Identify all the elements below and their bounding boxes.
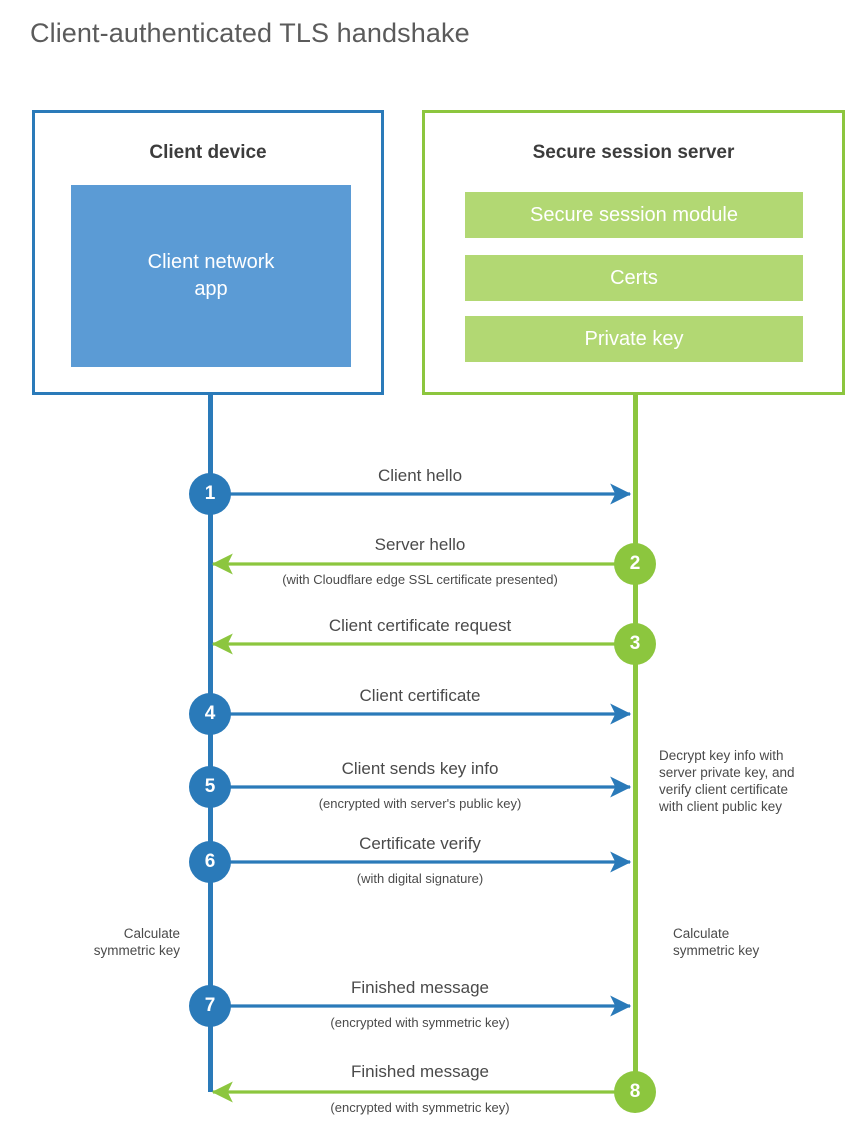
- message-label-step-7: Finished message: [351, 978, 489, 997]
- message-label-step-3: Client certificate request: [328, 616, 512, 635]
- client-app-label-line1: Client network: [147, 251, 275, 273]
- server-module-private-key: Private key: [465, 316, 803, 362]
- client-device-box: Client device Client network app: [32, 110, 384, 395]
- step-circle-5[interactable]: 5: [189, 766, 231, 808]
- note-server-calculate-line-1: Calculate: [673, 926, 730, 941]
- step-circle-7[interactable]: 7: [189, 985, 231, 1027]
- message-label-step-2: Server hello: [374, 535, 466, 554]
- note-client-calculate-symmetric-key: Calculate symmetric key: [20, 925, 180, 959]
- page-title: Client-authenticated TLS handshake: [30, 18, 470, 48]
- client-lifeline: [208, 395, 213, 1092]
- message-sublabel-step-5: (encrypted with server's public key): [318, 796, 522, 811]
- note-server-decrypt-line-4: with client public key: [659, 799, 783, 814]
- client-network-app-block: Client network app: [71, 185, 351, 367]
- message-label-step-5: Client sends key info: [341, 759, 499, 778]
- note-client-calculate-line-2: symmetric key: [93, 943, 180, 958]
- message-label-step-8: Finished message: [351, 1062, 489, 1081]
- step-circle-8[interactable]: 8: [614, 1071, 656, 1113]
- note-server-decrypt-line-1: Decrypt key info with: [659, 748, 784, 763]
- server-module-secure-session-module: Secure session module: [465, 192, 803, 238]
- step-circle-2[interactable]: 2: [614, 543, 656, 585]
- note-server-decrypt-line-3: verify client certificate: [659, 782, 789, 797]
- message-sublabel-step-2: (with Cloudflare edge SSL certificate pr…: [282, 572, 558, 587]
- note-server-decrypt-line-2: server private key, and: [659, 765, 795, 780]
- message-sublabel-step-8: (encrypted with symmetric key): [330, 1100, 510, 1115]
- note-server-decrypt: Decrypt key info with server private key…: [659, 747, 849, 815]
- message-sublabel-step-6: (with digital signature): [356, 871, 484, 886]
- secure-session-server-box: Secure session server Secure session mod…: [422, 110, 845, 395]
- note-server-calculate-symmetric-key: Calculate symmetric key: [673, 925, 843, 959]
- note-server-calculate-line-2: symmetric key: [673, 943, 760, 958]
- server-lifeline: [633, 395, 638, 1092]
- note-client-calculate-line-1: Calculate: [123, 926, 180, 941]
- message-sublabel-step-7: (encrypted with symmetric key): [330, 1015, 510, 1030]
- secure-session-server-title: Secure session server: [532, 142, 735, 163]
- client-app-label-line2: app: [194, 278, 228, 300]
- server-module-certs: Certs: [465, 255, 803, 301]
- message-label-step-4: Client certificate: [359, 686, 481, 705]
- step-circle-6[interactable]: 6: [189, 841, 231, 883]
- step-circle-3[interactable]: 3: [614, 623, 656, 665]
- message-label-step-6: Certificate verify: [359, 834, 481, 853]
- message-label-step-1: Client hello: [377, 466, 463, 485]
- client-device-title: Client device: [149, 142, 267, 163]
- step-circle-4[interactable]: 4: [189, 693, 231, 735]
- step-circle-1[interactable]: 1: [189, 473, 231, 515]
